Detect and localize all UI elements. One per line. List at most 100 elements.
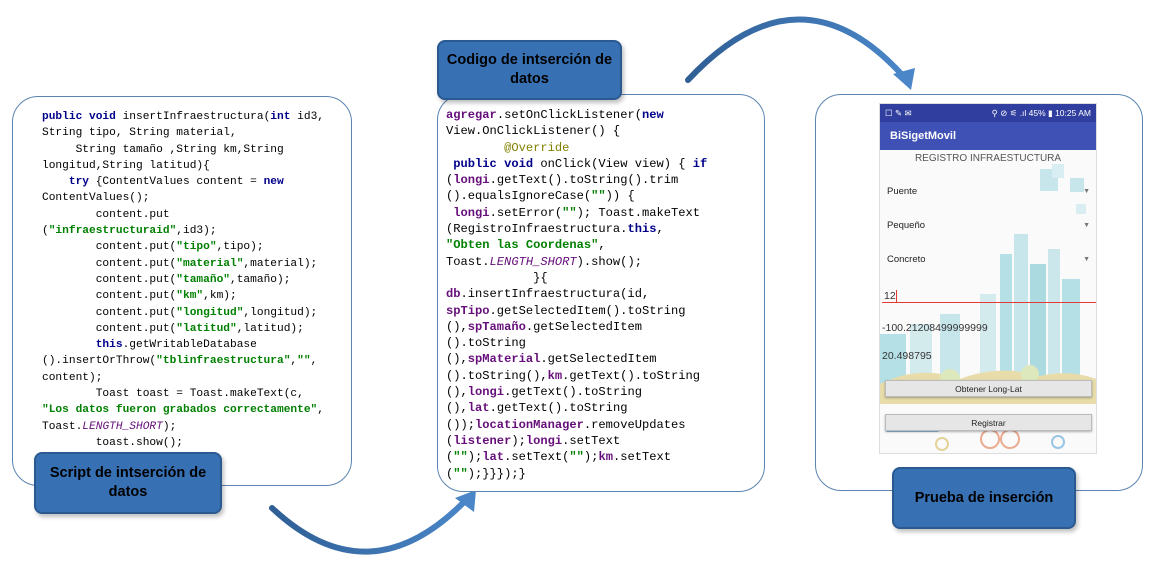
code-token: ); (583, 450, 599, 465)
code-token: if (692, 156, 708, 171)
code-token (42, 176, 69, 188)
text-cursor (895, 290, 897, 303)
code-token: ()); (446, 417, 476, 432)
arrow-middle-to-right (685, 16, 908, 83)
insertion-code-line: public void onClick(View view) { if (446, 156, 707, 172)
code-token: ( (446, 466, 454, 481)
code-token: content.put( (42, 306, 177, 319)
code-token: ,latitud); (236, 322, 304, 335)
insertion-code-line: (),longi.getText().toString (446, 384, 707, 400)
latitud-input[interactable]: 20.498795 (882, 350, 1094, 362)
code-token: ); (162, 420, 177, 433)
code-token: LENGTH_SHORT (489, 254, 577, 269)
code-token: .setError( (489, 205, 563, 220)
insertion-code-line: db.insertInfraestructura(id, (446, 286, 707, 302)
code-token: ( (446, 433, 454, 448)
insertion-code-line: @Override (446, 140, 707, 156)
code-token: longitud,String latitud){ (42, 159, 210, 172)
script-code-line: ().insertOrThrow("tblinfraestructura",""… (42, 353, 324, 369)
code-token: .setText( (504, 450, 570, 465)
code-token: "" (453, 450, 468, 465)
app-bar: BiSigetMovil (880, 122, 1096, 150)
insertion-code-line: ().toString(),km.getText().toString (446, 368, 707, 384)
code-token: new (263, 176, 284, 189)
script-code-line: content.put("latitud",latitud); (42, 321, 324, 337)
insertion-code-line: longi.setError(""); Toast.makeText (446, 205, 707, 221)
code-token: locationManager (475, 417, 584, 432)
insertion-code-label: Codigo de intserción de datos (437, 40, 622, 100)
code-token: agregar (446, 108, 497, 122)
code-token: "" (569, 450, 584, 465)
code-token: .getSelectedItem (525, 319, 642, 334)
insertion-code-line: (longi.getText().toString().trim (446, 172, 707, 188)
script-code-line: content.put("tamaño",tamaño); (42, 272, 324, 288)
caret-down-icon: ▼ (1083, 255, 1090, 263)
insertion-code-label-text: Codigo de intserción de datos (446, 52, 613, 87)
code-token: this (95, 339, 123, 352)
insertion-code-line: (listener);longi.setText (446, 433, 707, 449)
code-token: try (68, 176, 96, 189)
insertion-code-line: ().equalsIgnoreCase("")) { (446, 188, 707, 204)
tamano-spinner-value: Pequeño (887, 219, 926, 231)
script-code-line: content.put("material",material); (42, 256, 324, 272)
caret-down-icon: ▼ (1083, 187, 1090, 195)
script-code-line: "Los datos fueron grabados correctamente… (42, 402, 324, 418)
script-code-line: ("infraestructuraid",id3); (42, 223, 324, 239)
code-token: "Los datos fueron grabados correctamente… (42, 404, 318, 417)
code-token: {ContentValues content = (95, 176, 264, 189)
status-bar: ☐ ✎ ✉ ⚲ ⊘ ⚟ .ıl 45% ▮ 10:25 AM (880, 104, 1096, 122)
code-token: content.put( (42, 322, 177, 335)
km-input[interactable]: 12 (882, 290, 1096, 304)
code-token: .setOnClickListener( (496, 108, 642, 122)
script-label: Script de intserción de datos (34, 452, 222, 514)
form-title: REGISTRO INFRAESTUCTURA (914, 153, 1062, 164)
code-token: .insertInfraestructura(id, (460, 287, 650, 302)
script-label-text: Script de intserción de datos (49, 465, 207, 500)
tipo-spinner[interactable]: Puente ▼ (887, 183, 1090, 199)
insertion-code-line: spTipo.getSelectedItem().toString (446, 303, 707, 319)
code-token: (RegistroInfraestructura. (446, 222, 628, 237)
code-token: "" (562, 205, 577, 220)
insertion-code-line: ("");lat.setText("");km.setText (446, 449, 707, 465)
code-token: ().equalsIgnoreCase( (446, 189, 592, 204)
code-token: .setText (612, 450, 672, 465)
code-token: (), (446, 385, 468, 400)
km-input-value: 12 (884, 290, 896, 302)
code-token: km (598, 450, 613, 465)
script-code-line: try {ContentValues content = new (42, 174, 324, 190)
code-token: "Obten las Coordenas" (446, 238, 599, 253)
registrar-button[interactable]: Registrar (885, 414, 1092, 431)
code-token: onClick(View view) { (540, 156, 693, 171)
code-token: "infraestructuraid" (48, 225, 177, 238)
code-token: , (310, 355, 318, 368)
arrow-left-to-middle-head (455, 490, 476, 512)
code-token: .removeUpdates (583, 417, 686, 432)
caret-down-icon: ▼ (1083, 221, 1090, 229)
code-token: .getText().toString (504, 385, 642, 400)
code-token: .setText (562, 433, 621, 448)
code-token: spTipo (446, 303, 490, 318)
code-token: content.put( (42, 257, 177, 270)
code-token: listener (453, 433, 512, 448)
insertion-test-label: Prueba de inserción (892, 467, 1076, 529)
script-code-block: public void insertInfraestructura(int id… (42, 109, 324, 451)
code-token: public void (453, 156, 541, 171)
code-token: View.OnClickListener() { (446, 124, 621, 139)
script-code-line: String tamaño ,String km,String (42, 142, 324, 158)
longitud-input[interactable]: -100.21208499999999 (882, 322, 1094, 334)
insertion-code-line: Toast.LENGTH_SHORT).show(); (446, 254, 707, 270)
code-token: ); (511, 433, 526, 448)
code-token: ,id3); (176, 225, 217, 238)
status-icons-left: ☐ ✎ ✉ (885, 107, 912, 118)
code-token: this (627, 222, 657, 237)
code-token: , (598, 238, 606, 253)
obtener-long-lat-button[interactable]: Obtener Long-Lat (885, 380, 1092, 397)
code-token: , (317, 404, 324, 417)
code-token: "tblinfraestructura" (156, 355, 291, 368)
status-icons-right: ⚲ ⊘ ⚟ .ıl 45% ▮ 10:25 AM (991, 107, 1091, 118)
material-spinner[interactable]: Concreto ▼ (887, 251, 1090, 267)
tamano-spinner[interactable]: Pequeño ▼ (887, 217, 1090, 233)
code-token: );}}});} (467, 466, 526, 481)
